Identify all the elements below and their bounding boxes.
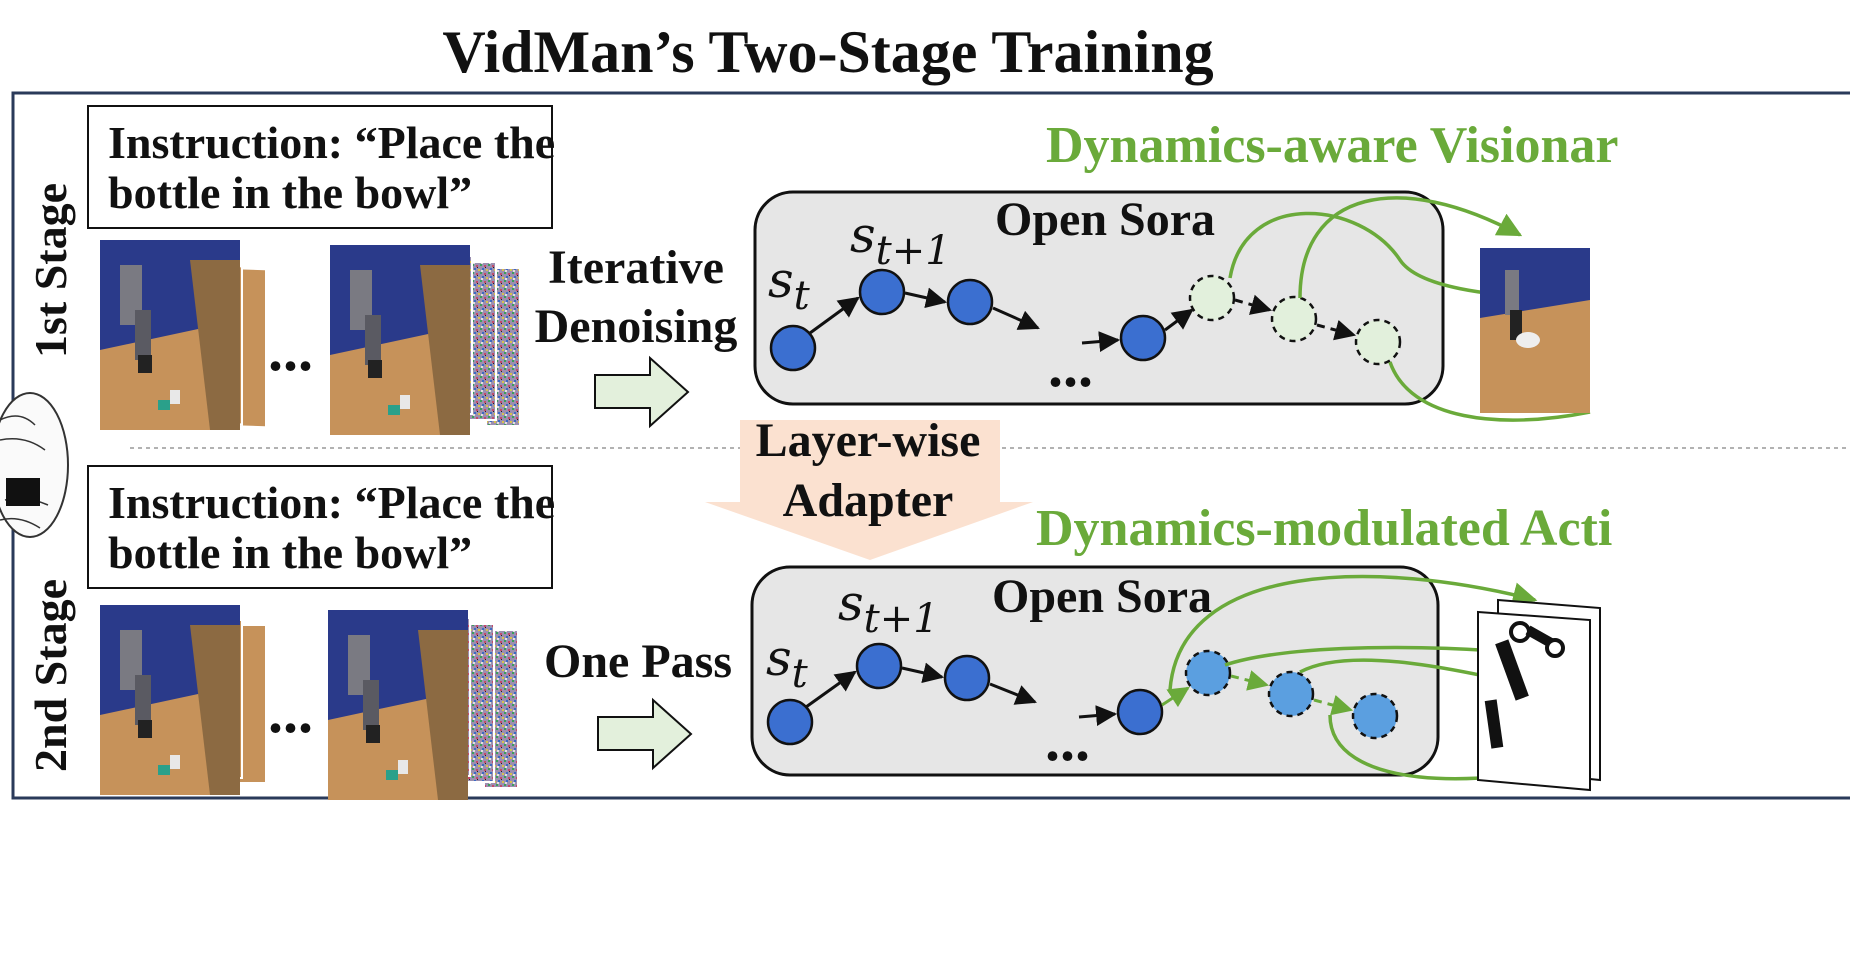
- stage1-noisy-frames: [330, 245, 521, 435]
- stage2-instruction-line1: Instruction: “Place the: [108, 477, 555, 528]
- stage2-open-sora-label: Open Sora: [992, 570, 1212, 623]
- stage2-green-node-arrows: [1161, 670, 1354, 716]
- stage2-node-arrows: [805, 662, 1118, 727]
- brain-chip-icon: [0, 392, 69, 538]
- stage1-label: 1st Stage: [25, 183, 76, 358]
- stage1-instruction-line2: bottle in the bowl”: [108, 167, 472, 218]
- stage2-output-title: Dynamics-modulated Acti: [1036, 500, 1612, 557]
- stage2-instruction-box: Instruction: “Place the bottle in the bo…: [87, 465, 555, 589]
- stage2-nodes: [766, 642, 1399, 746]
- stage2-state-t: st: [766, 629, 809, 697]
- stage1-observation-frames: [100, 240, 267, 430]
- stage1-output-title: Dynamics-aware Visionar: [1046, 117, 1618, 174]
- stage1-state-t1: st+1: [850, 206, 951, 274]
- stage2-observation-frames: [100, 605, 267, 795]
- stage1-process-line1: Iterative: [548, 241, 724, 294]
- stage1-state-t: st: [768, 251, 811, 319]
- stage2-open-sora-box: [750, 565, 1440, 777]
- stage1-open-sora-box: [753, 190, 1445, 406]
- stage2-process-label: One Pass: [544, 635, 732, 688]
- stage2-frames-ellipsis: ...: [268, 679, 313, 745]
- stage1-nodes-ellipsis: ...: [1048, 333, 1093, 399]
- stage1-process-line2: Denoising: [535, 300, 738, 353]
- stage2-nodes-ellipsis: ...: [1045, 707, 1090, 773]
- stage1-frames-ellipsis: ...: [268, 317, 313, 383]
- stage2-state-t1: st+1: [838, 574, 939, 642]
- stage1-open-sora-label: Open Sora: [995, 193, 1215, 246]
- stage1-right-arrow: [594, 355, 690, 429]
- stage1-instruction-line1: Instruction: “Place the: [108, 117, 555, 168]
- layer-wise-adapter-arrow: [705, 420, 1033, 560]
- stage2-right-arrow: [597, 697, 693, 771]
- stage1-instruction-box: Instruction: “Place the bottle in the bo…: [87, 105, 555, 229]
- stage2-noisy-frames: [328, 610, 519, 800]
- adapter-line1: Layer-wise: [756, 414, 981, 467]
- stage1-predicted-frame: [1480, 248, 1590, 413]
- stage1-node-arrows: [809, 287, 1357, 353]
- stage2-label: 2nd Stage: [25, 579, 76, 772]
- stage2-action-output: [1477, 598, 1601, 792]
- adapter-line2: Adapter: [783, 474, 954, 527]
- stage1-nodes: [769, 268, 1402, 372]
- diagram-title: VidMan’s Two-Stage Training: [442, 19, 1213, 85]
- stage2-instruction-line2: bottle in the bowl”: [108, 527, 472, 578]
